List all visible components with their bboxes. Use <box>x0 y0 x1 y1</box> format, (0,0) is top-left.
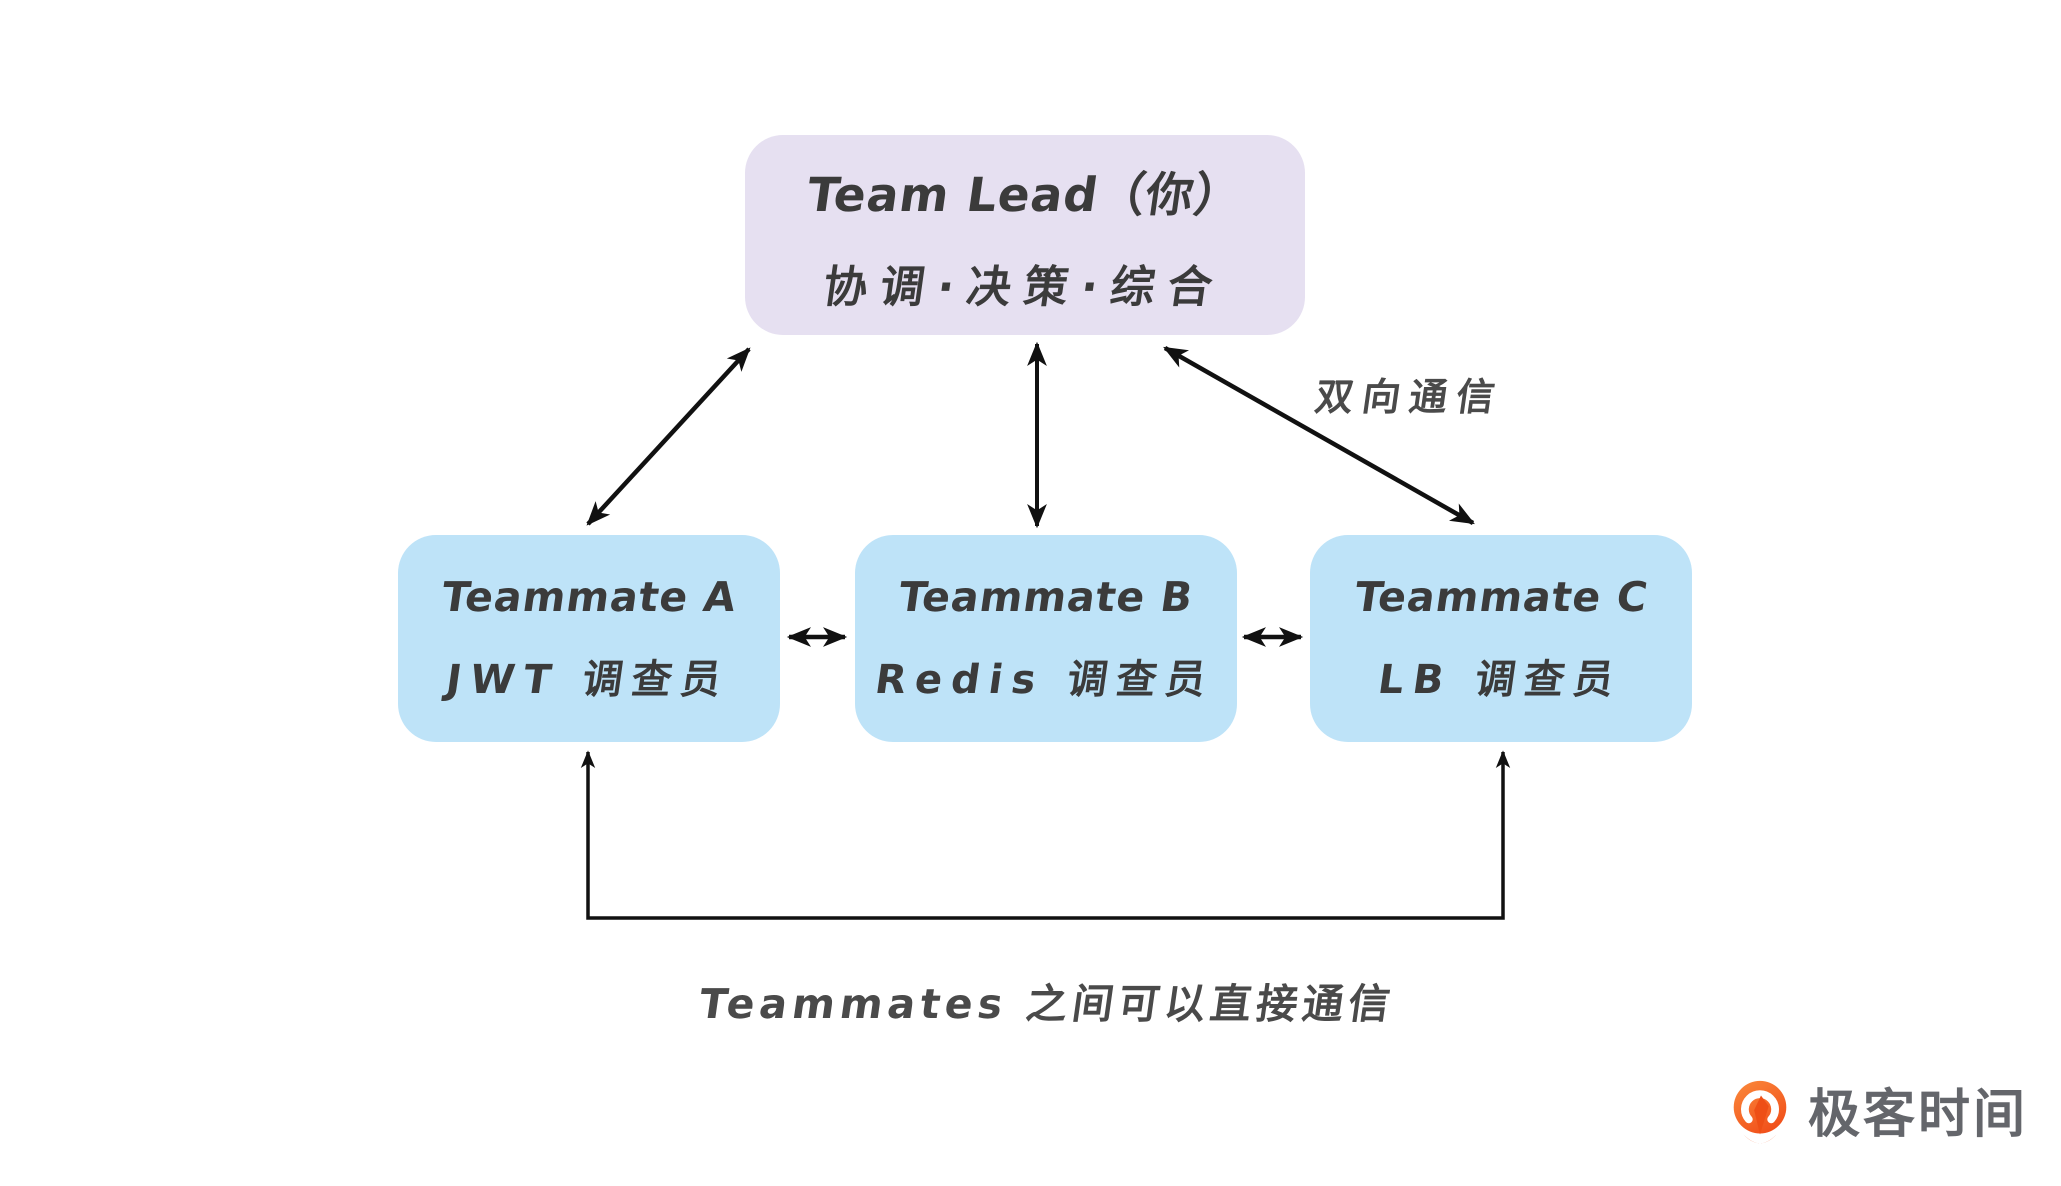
node-teammate-a: Teammate A JWT 调查员 <box>398 535 780 742</box>
arrow-lead-teammate-a <box>586 347 751 526</box>
teammate-c-title: Teammate C <box>1351 572 1651 621</box>
teammate-b-subtitle: Redis 调查员 <box>872 656 1219 703</box>
label-bidirectional-communication: 双向通信 <box>1312 375 1507 419</box>
node-teammate-b: Teammate B Redis 调查员 <box>855 535 1237 742</box>
teammate-a-title: Teammate A <box>438 572 740 621</box>
arrow-teammate-a-c-loop <box>580 750 1511 920</box>
teammate-c-subtitle: LB 调查员 <box>1375 656 1626 703</box>
geektime-logo-icon <box>1733 1080 1787 1144</box>
brand-name: 极客时间 <box>1808 1085 2029 1145</box>
arrow-lead-teammate-c <box>1163 346 1475 525</box>
team-lead-title: Team Lead（你） <box>802 167 1246 223</box>
team-lead-subtitle: 协调·决策·综合 <box>820 261 1229 313</box>
teammate-b-title: Teammate B <box>895 572 1197 621</box>
label-direct-communication: Teammates 之间可以直接通信 <box>696 980 1399 1028</box>
node-team-lead: Team Lead（你） 协调·决策·综合 <box>745 135 1305 335</box>
node-teammate-c: Teammate C LB 调查员 <box>1310 535 1692 742</box>
teammate-a-subtitle: JWT 调查员 <box>443 656 734 703</box>
brand-footer: 极客时间 <box>1728 1078 2028 1152</box>
